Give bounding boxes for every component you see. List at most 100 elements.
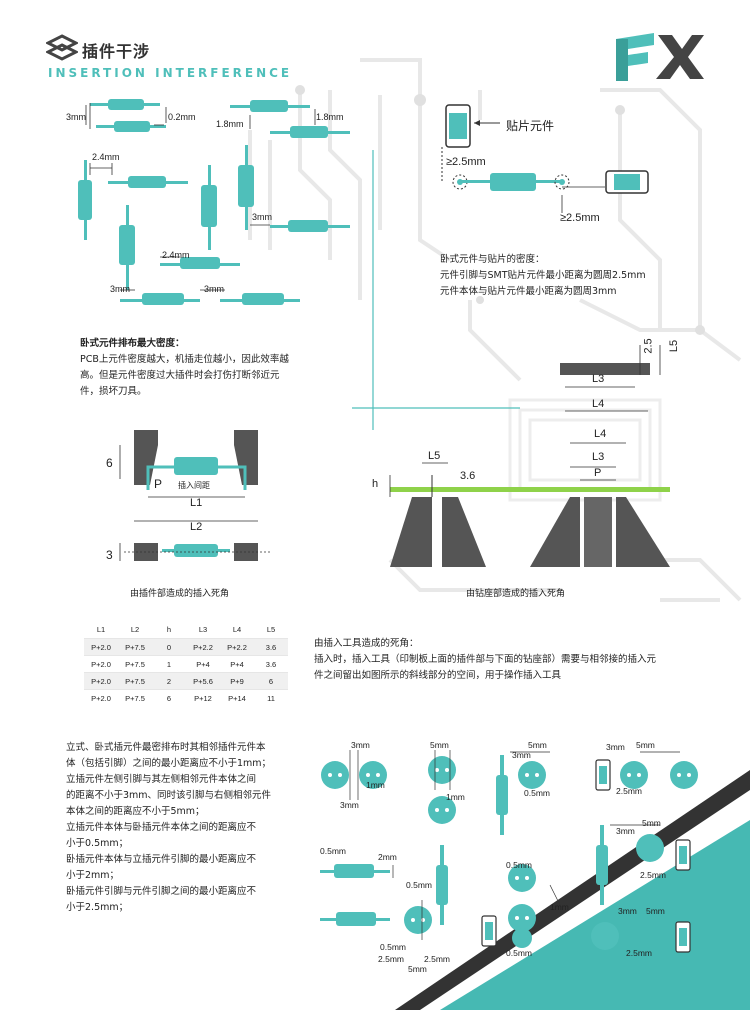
- table-cell: P+2.0: [84, 655, 118, 673]
- dim-label: L4: [592, 398, 605, 410]
- dim-label: P: [594, 467, 602, 479]
- dim-label: 2.4mm: [162, 250, 190, 260]
- dim-label: 0.5mm: [406, 880, 432, 890]
- dim-label: P: [154, 477, 163, 491]
- brand-logo-icon: [616, 33, 704, 81]
- table-cell: 11: [254, 689, 288, 706]
- rule-line: 立式、卧式插元件最密排布时其相邻插件元件本: [66, 742, 266, 753]
- table-cell: 2: [152, 672, 186, 690]
- table-cell: P+2.0: [84, 689, 118, 706]
- table-cell: 3.6: [254, 638, 288, 656]
- dim-label: 3mm: [340, 800, 359, 810]
- rule-line: 小于2.5mm；: [66, 902, 129, 913]
- caption: 由钻座部造成的插入死角: [466, 589, 566, 599]
- dim-label: L1: [190, 497, 203, 509]
- table-cell: P+9: [220, 672, 254, 690]
- dim-label: 3mm: [204, 284, 224, 294]
- dim-label: 3mm: [252, 212, 272, 222]
- rule-line: 体（包括引脚）之间的最小距离应不小于1mm；: [66, 758, 272, 769]
- dim-label: 5mm: [642, 818, 661, 828]
- dim-label: 1mm: [366, 780, 385, 790]
- dim-label: 3: [106, 548, 113, 562]
- note-line: 件之间留出如图所示的斜线部分的空间，用于操作插入工具: [314, 670, 562, 681]
- table-header: L4: [232, 625, 242, 634]
- table-cell: P+7.5: [118, 655, 152, 673]
- note-line: 高。但是元件密度过大插件时会打伤打断邻近元: [80, 370, 280, 381]
- dim-label: 3mm: [351, 740, 370, 750]
- dim-label: 2.4mm: [92, 152, 120, 162]
- table-header: L2: [130, 625, 140, 634]
- note-line: 元件本体与贴片元件最小距离为圆周3mm: [440, 286, 617, 297]
- dim-label: 2.5mm: [424, 954, 450, 964]
- dim-label: 3mm: [606, 742, 625, 752]
- note-title: 卧式元件与贴片的密度：: [440, 254, 545, 265]
- rule-line: 卧插元件引脚与元件引脚之间的最小距离应不: [66, 886, 257, 897]
- dim-label: 5mm: [646, 906, 665, 916]
- dim-label: L3: [592, 373, 605, 385]
- dim-label: 5mm: [408, 964, 427, 974]
- insertion-head-diagram: [119, 430, 270, 561]
- note-line: 件，损坏刀具。: [80, 386, 147, 397]
- table-cell: P+7.5: [118, 638, 152, 656]
- dim-label: 5mm: [430, 740, 449, 750]
- note-title: 由插入工具造成的死角：: [314, 638, 419, 649]
- dim-label: L2: [190, 521, 203, 533]
- dim-label: 1.8mm: [316, 112, 344, 122]
- dim-label: 2.5: [642, 338, 655, 354]
- note-line: PCB上元件密度越大，机插走位越小，因此效率越: [80, 354, 289, 365]
- table-cell: 3.6: [254, 655, 288, 673]
- dim-label: 2mm: [378, 852, 397, 862]
- table-cell: P+2.2: [186, 638, 220, 656]
- mixed-density-diagram: [320, 750, 698, 953]
- rule-line: 卧插元件本体与立插元件引脚的最小距离应不: [66, 854, 257, 865]
- dim-label: L3: [592, 451, 605, 463]
- rule-line: 立插元件左侧引脚与其左侧相邻元件本体之间: [66, 774, 257, 785]
- dim-label: 0.5mm: [524, 788, 550, 798]
- dim-label: L5: [428, 450, 441, 462]
- table-cell: 6: [254, 672, 288, 690]
- logo-icon: [46, 34, 78, 61]
- dim-label: ≥2.5mm: [560, 212, 600, 224]
- table-header: L5: [266, 625, 276, 634]
- table-cell: P+4: [220, 655, 254, 673]
- table-cell: 0: [152, 638, 186, 656]
- note-line: 元件引脚与SMT贴片元件最小距离为圆周2.5mm: [440, 270, 646, 281]
- rule-line: 小于0.5mm；: [66, 838, 129, 849]
- dim-label: 1mm: [550, 902, 569, 912]
- dim-label: 0.5mm: [320, 846, 346, 856]
- dim-label: 3mm: [618, 906, 637, 916]
- table-cell: P+2.0: [84, 672, 118, 690]
- smd-label: 贴片元件: [506, 119, 555, 133]
- rule-line: 的距离不小于3mm、同时该引脚与右侧相邻元件: [66, 790, 272, 801]
- dim-label: 3mm: [512, 750, 531, 760]
- dim-label: 1.8mm: [216, 119, 244, 129]
- dim-label: 插入间距: [178, 481, 210, 490]
- dim-label: 5mm: [528, 740, 547, 750]
- dim-label: h: [372, 478, 379, 490]
- rule-line: 本体之间的距离应不小于5mm；: [66, 806, 205, 817]
- table-cell: P+4: [186, 655, 220, 673]
- page-subtitle: INSERTION INTERFERENCE: [48, 66, 293, 80]
- table-header: h: [166, 625, 172, 634]
- page-title: 插件干涉: [82, 42, 151, 61]
- table-cell: P+7.5: [118, 672, 152, 690]
- dim-label: L5: [668, 339, 681, 353]
- dim-label: 2.5mm: [378, 954, 404, 964]
- anvil-diagram: [389, 345, 670, 567]
- dim-label: 5mm: [636, 740, 655, 750]
- dim-label: ≥2.5mm: [446, 156, 486, 168]
- dim-label: 0.5mm: [506, 860, 532, 870]
- dim-label: L4: [594, 428, 607, 440]
- table-header: L3: [198, 625, 208, 634]
- table-cell: P+5.6: [186, 672, 220, 690]
- dim-label: 0.5mm: [380, 942, 406, 952]
- dim-label: 6: [106, 456, 113, 470]
- dim-label: 1mm: [446, 792, 465, 802]
- table-cell: P+2.0: [84, 638, 118, 656]
- dim-label: 3mm: [616, 826, 635, 836]
- dim-label: 3mm: [66, 112, 86, 122]
- dim-label: 2.5mm: [640, 870, 666, 880]
- dim-label: 2.5mm: [616, 786, 642, 796]
- dim-label: 2.5mm: [626, 948, 652, 958]
- note-title: 卧式元件排布最大密度：: [80, 338, 185, 349]
